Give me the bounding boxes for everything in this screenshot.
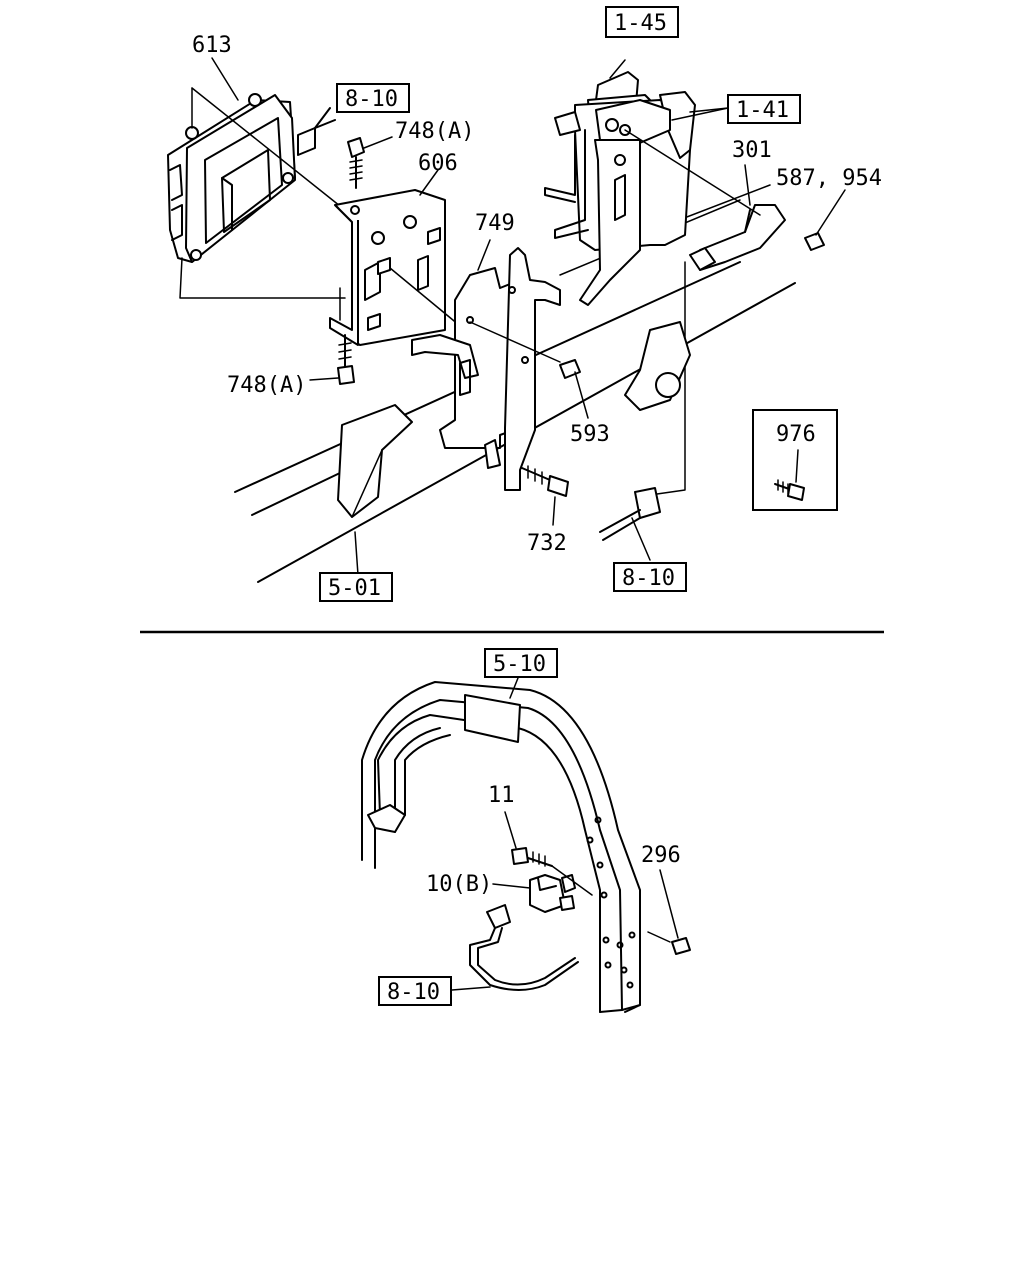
sensor-10b [492,865,593,913]
top-callouts: 613 748(A) 606 749 301 587, 954 748(A) 5… [192,33,882,556]
callout-732: 732 [527,531,567,556]
svg-text:976: 976 [776,422,816,447]
callout-613: 613 [192,33,232,58]
callout-606: 606 [418,151,458,176]
callout-587-954: 587, 954 [776,166,882,191]
nut-593 [559,359,589,419]
bottom-reference-boxes: 5-10 8-10 [378,648,558,1006]
bracket-749 [411,247,561,491]
connector-top [297,107,336,156]
svg-text:5-10: 5-10 [493,652,546,677]
ref-box-5-01[interactable]: 5-01 [319,572,393,602]
frame-gusset [337,404,413,518]
ref-box-1-41[interactable]: 1-41 [727,94,801,124]
ref-box-976[interactable]: 976 [752,409,838,511]
callout-593: 593 [570,422,610,447]
ref-box-8-10-top[interactable]: 8-10 [336,83,410,113]
spring-hanger [624,321,691,411]
callout-11: 11 [488,783,515,808]
bolt-732 [521,465,569,526]
fuel-filter-assembly [544,59,729,306]
callout-301: 301 [732,138,772,163]
bottom-assembly-drawing [361,677,691,1013]
callout-296: 296 [641,843,681,868]
svg-text:8-10: 8-10 [622,566,675,591]
top-assembly-drawing [167,57,846,583]
svg-text:8-10: 8-10 [345,87,398,112]
svg-text:5-01: 5-01 [328,576,381,601]
bolt-11 [504,811,553,867]
bracket-606 [329,189,446,346]
ref-box-5-10[interactable]: 5-10 [484,648,558,678]
svg-text:1-41: 1-41 [736,98,789,123]
bolt-976-icon [774,449,805,501]
callout-10b: 10(B) [426,872,492,897]
ref-box-8-10-mid[interactable]: 8-10 [613,562,687,592]
svg-text:8-10: 8-10 [387,980,440,1005]
callout-748a-bottom: 748(A) [227,373,306,398]
bolt-748a-bottom [309,334,355,385]
arch-frame [361,681,641,1013]
top-reference-boxes: 1-45 1-41 8-10 8-10 5-01 976 [319,6,838,602]
nut-296 [647,869,691,955]
sensor-301 [624,129,786,271]
harness-8-10-mid [599,261,686,561]
ref-box-1-45[interactable]: 1-45 [605,6,679,38]
bottom-callouts: 11 10(B) 296 [426,783,681,897]
ref-box-8-10-bottom[interactable]: 8-10 [378,976,452,1006]
bolt-748a-top [347,136,393,189]
ecu-module-613 [167,93,296,263]
callout-748a-top: 748(A) [395,119,474,144]
harness-8-10-bottom [451,904,579,991]
nut-587-954 [804,189,846,251]
svg-text:1-45: 1-45 [614,11,667,36]
callout-749: 749 [475,211,515,236]
